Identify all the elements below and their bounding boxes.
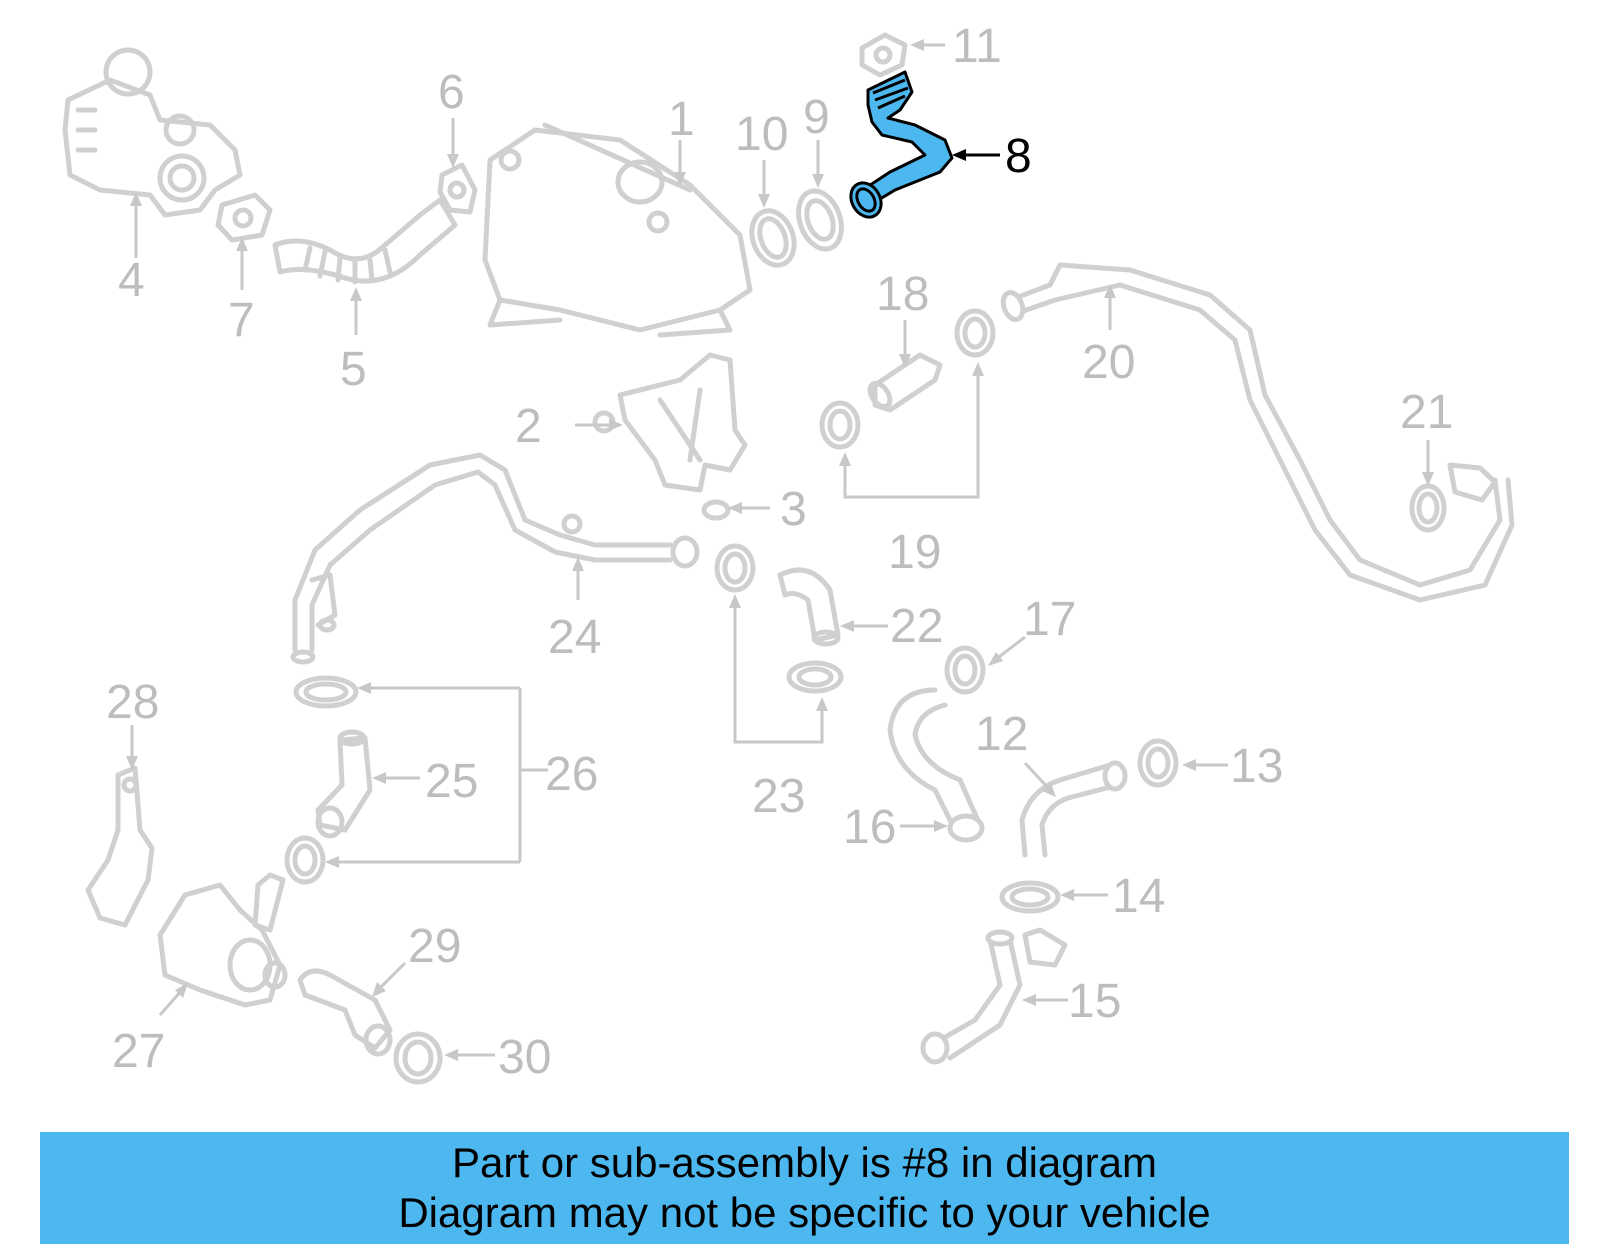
callout-26: 26 [545,748,598,801]
part-4-egr-valve [62,47,243,218]
callout-4: 4 [118,254,145,307]
part-26-clamp-b [284,835,326,885]
banner-line-2: Diagram may not be specific to your vehi… [398,1189,1211,1236]
part-30-clamp [393,1031,443,1085]
part-1-egr-cooler [482,122,753,338]
callout-15: 15 [1068,975,1121,1028]
part-18-hose [867,352,943,413]
callout-29: 29 [408,920,461,973]
callout-18: 18 [876,268,929,321]
part-10-clamp [749,208,797,268]
callout-1: 1 [668,93,695,146]
callout-labels: 1 2 3 4 5 6 7 8 9 10 11 12 13 14 15 16 1… [106,20,1453,1084]
part-9-seal [796,188,844,252]
part-6-gasket [437,162,478,215]
callout-24: 24 [548,611,601,664]
part-20-pipe [1000,262,1515,603]
part-23-clamp-b [786,660,844,694]
callout-20: 20 [1082,336,1135,389]
part-15-fitting [920,927,1068,1065]
part-17-clamp [944,645,986,695]
callout-22: 22 [890,600,943,653]
callout-8: 8 [1005,130,1032,183]
callout-19: 19 [888,526,941,579]
callout-14: 14 [1112,870,1165,923]
leader-lines [126,39,1434,1061]
part-3-oring [701,499,731,521]
callout-28: 28 [106,676,159,729]
part-23-clamp-a [714,543,756,593]
part-11-gasket [859,32,908,78]
part-13-clamp [1137,738,1179,788]
callout-2: 2 [515,400,542,453]
part-7-gasket [215,192,273,243]
info-banner: Part or sub-assembly is #8 in diagram Di… [40,1132,1569,1244]
callout-10: 10 [735,108,788,161]
callout-17: 17 [1023,593,1076,646]
part-2-bracket [592,352,748,493]
part-14-clamp [999,880,1061,914]
callout-12: 12 [975,708,1028,761]
callout-23: 23 [752,770,805,823]
callout-9: 9 [803,91,830,144]
parts-diagram: 1 2 3 4 5 6 7 8 9 10 11 12 13 14 15 16 1… [62,20,1515,1085]
part-5-flex-pipe [272,197,458,285]
part-29-hose [297,968,393,1057]
callout-3: 3 [780,483,807,536]
callout-7: 7 [228,294,255,347]
callout-16: 16 [843,801,896,854]
part-16-hose [887,687,985,843]
part-12-hose [1019,760,1128,858]
part-25-hose [315,729,373,839]
callout-21: 21 [1400,386,1453,439]
callout-5: 5 [340,343,367,396]
part-24-pipe [290,452,700,665]
callout-25: 25 [425,755,478,808]
part-22-hose [777,567,841,647]
callout-13: 13 [1230,740,1283,793]
part-26-clamp-a [293,675,359,709]
callout-27: 27 [112,1025,165,1078]
part-19-clamp-b [954,308,996,358]
banner-line-1: Part or sub-assembly is #8 in diagram [452,1139,1157,1186]
part-8-highlighted-pipe[interactable] [845,70,954,223]
callout-6: 6 [438,66,465,119]
callout-11: 11 [952,20,1002,73]
part-27-water-pump [157,872,288,1008]
part-28-bracket [85,765,155,928]
part-19-clamp-a [819,400,861,450]
callout-30: 30 [498,1031,551,1084]
